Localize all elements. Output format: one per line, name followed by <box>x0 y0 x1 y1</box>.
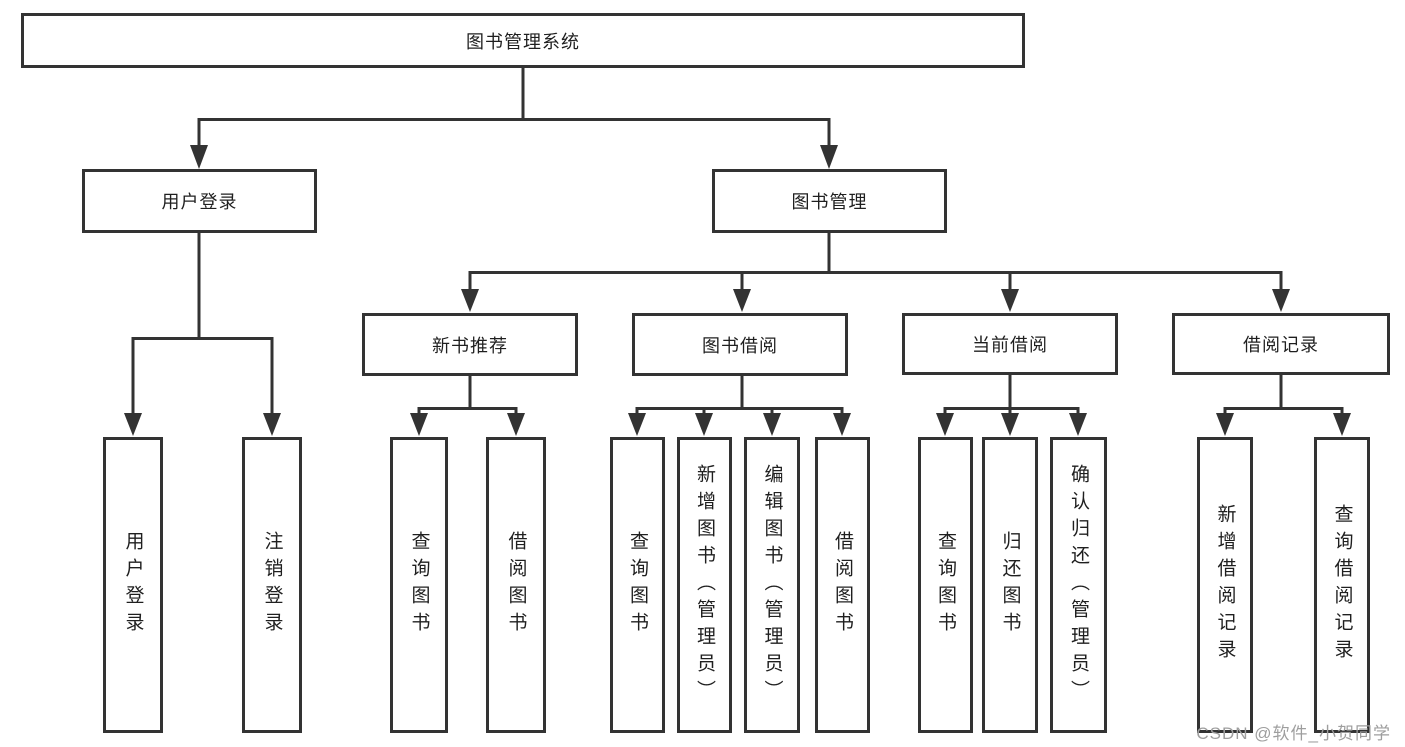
arrowhead-cb-confirm <box>1069 413 1087 436</box>
arrowhead-current-borrow <box>1001 289 1019 312</box>
leaf-logout-label: 注销登录 <box>261 531 283 639</box>
node-user-login-label: 用户登录 <box>161 192 238 212</box>
node-book-mgmt: 图书管理 <box>712 169 947 233</box>
leaf-nb-query-book-label: 查询图书 <box>408 531 430 639</box>
connector-root-to-level2 <box>197 68 831 147</box>
connector-current-to-leaves <box>943 374 1080 415</box>
leaf-cb-return-book-label: 归还图书 <box>999 531 1021 639</box>
leaf-cb-confirm-return: 确认归还（管理员） <box>1050 437 1107 733</box>
arrowhead-bb-query <box>628 413 646 436</box>
arrowhead-cb-return <box>1001 413 1019 436</box>
connector-records-to-leaves <box>1223 375 1344 415</box>
node-borrow-records-label: 借阅记录 <box>1243 335 1319 355</box>
node-borrow-records: 借阅记录 <box>1172 313 1390 375</box>
leaf-bb-add-book: 新增图书（管理员） <box>677 437 732 733</box>
leaf-nb-query-book: 查询图书 <box>390 437 448 733</box>
arrowhead-cb-query <box>936 413 954 436</box>
node-current-borrow-label: 当前借阅 <box>972 335 1048 355</box>
leaf-bb-borrow-book-label: 借阅图书 <box>832 531 853 639</box>
node-current-borrow: 当前借阅 <box>902 313 1118 375</box>
connector-bookmgmt-to-level3 <box>468 233 1283 291</box>
connector-userlogin-to-leaves <box>131 233 274 415</box>
leaf-bb-edit-book: 编辑图书（管理员） <box>744 437 800 733</box>
arrowhead-user-login <box>190 145 208 169</box>
connector-newbook-to-leaves <box>417 376 518 415</box>
leaf-cb-return-book: 归还图书 <box>982 437 1038 733</box>
leaf-cb-query-book: 查询图书 <box>918 437 973 733</box>
leaf-user-login-label: 用户登录 <box>122 531 144 639</box>
leaf-user-login: 用户登录 <box>103 437 163 733</box>
watermark: CSDN @软件_小贺同学 <box>1196 724 1391 743</box>
node-root: 图书管理系统 <box>21 13 1025 68</box>
connector-borrow-to-leaves <box>635 376 844 415</box>
arrowhead-rec-add <box>1216 413 1234 436</box>
leaf-rec-query-record-label: 查询借阅记录 <box>1331 504 1353 666</box>
leaf-rec-add-record-label: 新增借阅记录 <box>1214 504 1236 666</box>
leaf-nb-borrow-book-label: 借阅图书 <box>505 531 527 639</box>
leaf-logout: 注销登录 <box>242 437 302 733</box>
node-user-login: 用户登录 <box>82 169 317 233</box>
arrowhead-bb-edit <box>763 413 781 436</box>
arrowhead-rec-query <box>1333 413 1351 436</box>
leaf-rec-add-record: 新增借阅记录 <box>1197 437 1253 733</box>
arrowhead-leaf-login <box>124 413 142 436</box>
leaf-bb-add-book-label: 新增图书（管理员） <box>694 463 715 707</box>
node-new-book-rec: 新书推荐 <box>362 313 578 376</box>
leaf-nb-borrow-book: 借阅图书 <box>486 437 546 733</box>
leaf-bb-query-book: 查询图书 <box>610 437 665 733</box>
leaf-cb-confirm-return-label: 确认归还（管理员） <box>1068 463 1089 707</box>
leaf-rec-query-record: 查询借阅记录 <box>1314 437 1370 733</box>
arrowhead-bb-borrow <box>833 413 851 436</box>
arrowhead-nb-query <box>410 413 428 436</box>
node-new-book-rec-label: 新书推荐 <box>432 335 508 356</box>
node-book-mgmt-label: 图书管理 <box>791 192 868 212</box>
node-book-borrow-label: 图书借阅 <box>702 335 778 356</box>
arrowhead-book-borrow <box>733 289 751 312</box>
leaf-bb-edit-book-label: 编辑图书（管理员） <box>761 463 783 707</box>
arrowhead-nb-borrow <box>507 413 525 436</box>
arrowhead-leaf-logout <box>263 413 281 436</box>
arrowhead-new-book <box>461 289 479 312</box>
arrowhead-book-mgmt <box>820 145 838 169</box>
node-book-borrow: 图书借阅 <box>632 313 848 376</box>
arrowhead-bb-add <box>695 413 713 436</box>
leaf-bb-borrow-book: 借阅图书 <box>815 437 870 733</box>
leaf-cb-query-book-label: 查询图书 <box>935 531 956 639</box>
arrowhead-borrow-records <box>1272 289 1290 312</box>
leaf-bb-query-book-label: 查询图书 <box>627 531 648 639</box>
node-root-label: 图书管理系统 <box>466 31 580 52</box>
